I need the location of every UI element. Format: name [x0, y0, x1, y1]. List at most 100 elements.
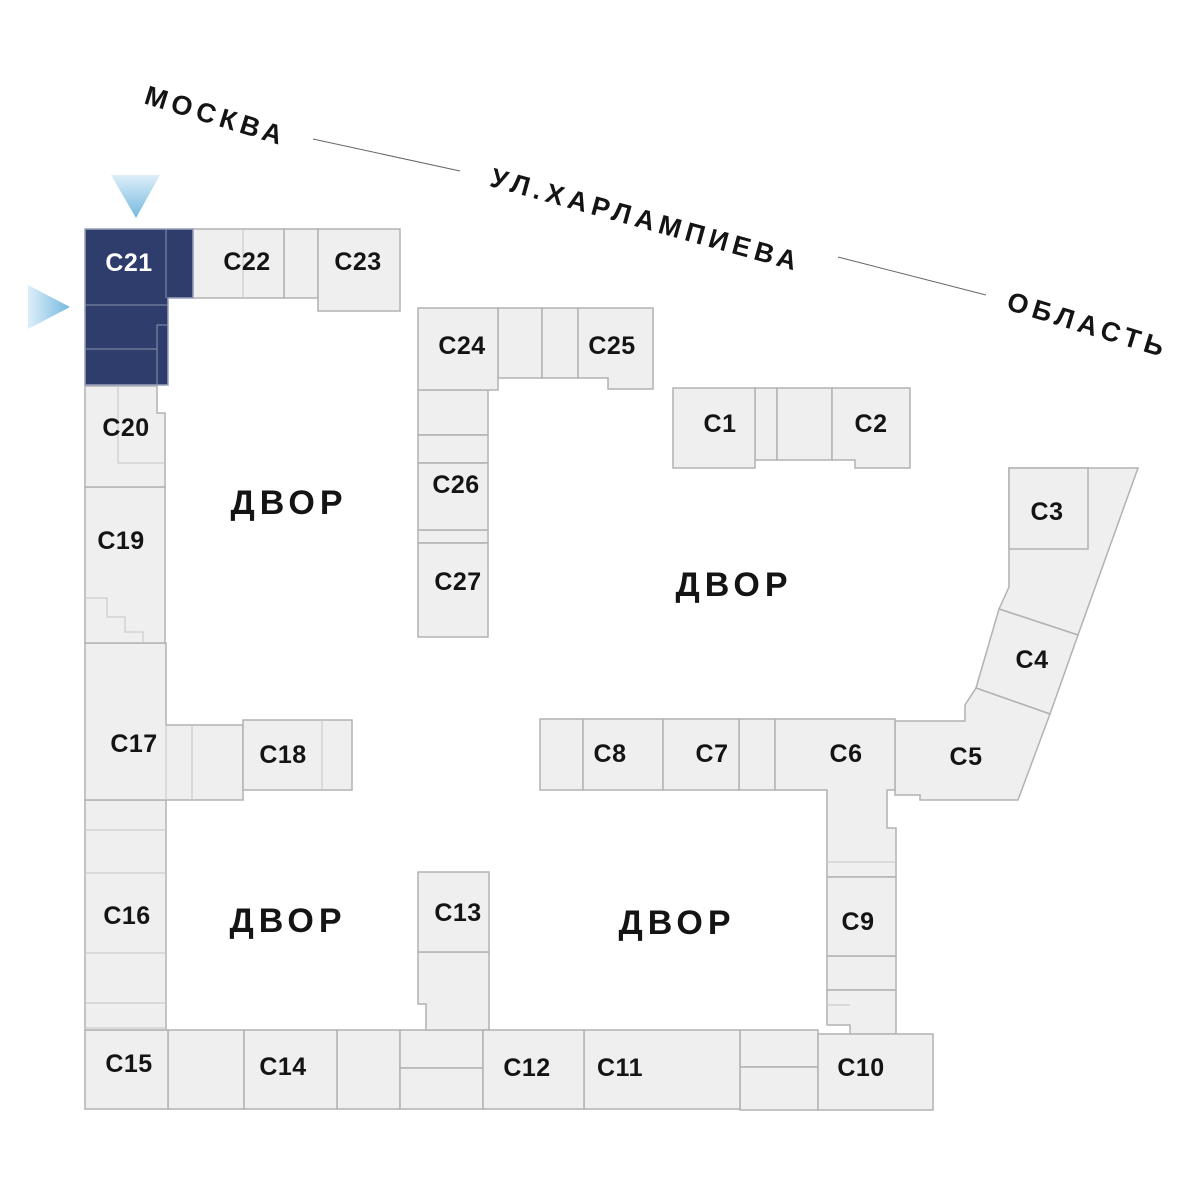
- building-c19[interactable]: С19: [84, 486, 166, 644]
- building-c24-label: С24: [438, 332, 485, 360]
- building-c18-label: С18: [259, 741, 306, 769]
- building-c9-label: С9: [842, 908, 875, 936]
- building-c21-selected[interactable]: С21: [84, 228, 194, 386]
- courtyard-label-top-right: ДВОР: [675, 566, 792, 604]
- unit-divider: [85, 229, 168, 385]
- building-c25-outline: [577, 307, 654, 390]
- building-c13-outline: [417, 871, 490, 953]
- building-c8[interactable]: С8: [582, 718, 664, 791]
- unit-block: [417, 529, 489, 544]
- building-c24[interactable]: С24: [417, 307, 499, 391]
- building-c5-label: С5: [950, 743, 983, 771]
- street-label-oblast: ОБЛАСТЬ: [1004, 286, 1173, 364]
- street-line-right: [837, 256, 987, 296]
- building-c12-label: С12: [503, 1054, 550, 1082]
- unit-divider: [117, 386, 165, 464]
- unit-block: [826, 989, 897, 1035]
- building-c22-label: С22: [223, 248, 270, 276]
- courtyard-label-bottom-right: ДВОР: [618, 904, 735, 942]
- unit-block: [739, 1066, 819, 1111]
- unit-block: [776, 387, 833, 461]
- building-c6[interactable]: С6: [774, 718, 897, 878]
- building-c25[interactable]: С25: [577, 307, 654, 390]
- building-c26[interactable]: С26: [417, 462, 489, 531]
- unit-block: [336, 1029, 401, 1110]
- building-c23-label: С23: [334, 248, 381, 276]
- unit-block: [417, 951, 490, 1031]
- building-c25-label: С25: [588, 332, 635, 360]
- building-c1-label: С1: [704, 410, 737, 438]
- building-c11[interactable]: С11: [583, 1029, 741, 1110]
- building-c5-outline: [894, 687, 1051, 801]
- building-c2-outline: [831, 387, 911, 469]
- arrow-down-icon: [111, 175, 160, 218]
- building-c4[interactable]: С4: [975, 608, 1079, 715]
- courtyard-label-bottom-left: ДВОР: [229, 902, 346, 940]
- building-c23[interactable]: С23: [317, 228, 401, 312]
- street-line-left: [312, 138, 461, 172]
- building-c7-outline: [662, 718, 740, 791]
- unit-divider: [165, 725, 193, 800]
- building-c15-label: С15: [105, 1050, 152, 1078]
- unit-block: [417, 389, 489, 436]
- building-c13[interactable]: С13: [417, 871, 490, 953]
- building-c2-label: С2: [855, 410, 888, 438]
- building-c10-outline: [817, 1033, 934, 1111]
- unit-block: [738, 718, 776, 791]
- building-c5[interactable]: С5: [894, 687, 1051, 801]
- arrow-right-icon: [28, 285, 70, 329]
- unit-blocks: [167, 228, 897, 1111]
- building-c7[interactable]: С7: [662, 718, 740, 791]
- building-c8-outline: [582, 718, 664, 791]
- unit-block: [167, 1029, 245, 1110]
- building-c27-label: С27: [434, 568, 481, 596]
- building-c21-label: С21: [105, 249, 152, 277]
- building-c10[interactable]: С10: [817, 1033, 934, 1111]
- building-c20-outline: [84, 385, 166, 488]
- building-c2[interactable]: С2: [831, 387, 911, 469]
- building-c12-outline: [482, 1029, 585, 1110]
- building-c26-outline: [417, 462, 489, 531]
- unit-block: [399, 1067, 484, 1110]
- building-c6-outline: [774, 718, 897, 878]
- unit-block: [826, 955, 897, 991]
- building-c9-outline: [826, 876, 897, 957]
- building-c3-label: С3: [1031, 498, 1064, 526]
- building-c16[interactable]: С16: [84, 799, 167, 1031]
- building-c16-label: С16: [103, 902, 150, 930]
- building-c11-label: С11: [597, 1054, 643, 1082]
- building-c9[interactable]: С9: [826, 876, 897, 957]
- courtyard-label-top-left: ДВОР: [230, 484, 347, 522]
- courtyard-labels: ДВОР ДВОР ДВОР ДВОР: [229, 484, 792, 942]
- building-c14-label: С14: [259, 1053, 306, 1081]
- building-c1-outline: [672, 387, 756, 469]
- building-c1[interactable]: С1: [672, 387, 756, 469]
- building-c15[interactable]: С15: [84, 1029, 169, 1110]
- building-c17-label: С17: [110, 730, 157, 758]
- building-c24-outline: [417, 307, 499, 391]
- building-c18[interactable]: С18: [242, 719, 353, 791]
- unit-divider: [85, 829, 166, 1029]
- building-c22[interactable]: С22: [192, 228, 285, 299]
- building-c20[interactable]: С20: [84, 385, 166, 488]
- building-c7-label: С7: [696, 740, 729, 768]
- building-c12[interactable]: С12: [482, 1029, 585, 1110]
- building-c17[interactable]: С17: [84, 642, 244, 801]
- building-c3-outline: [1008, 467, 1089, 550]
- selected-building-arrows: [28, 175, 160, 329]
- building-c11-outline: [583, 1029, 741, 1110]
- street-label-moscow: МОСКВА: [141, 80, 290, 152]
- street-annotations: МОСКВА УЛ.ХАРЛАМПИЕВА ОБЛАСТЬ: [141, 80, 1172, 364]
- unit-block: [497, 307, 543, 379]
- building-c3[interactable]: С3: [997, 467, 1140, 636]
- building-c8-label: С8: [594, 740, 627, 768]
- building-c6-label: С6: [830, 740, 863, 768]
- unit-block: [539, 718, 584, 791]
- building-c23-outline: [317, 228, 401, 312]
- unit-block: [417, 434, 489, 464]
- building-c14[interactable]: С14: [243, 1029, 338, 1110]
- building-c15-outline: [84, 1029, 169, 1110]
- building-c27[interactable]: С27: [417, 542, 489, 638]
- building-c10-label: С10: [837, 1054, 884, 1082]
